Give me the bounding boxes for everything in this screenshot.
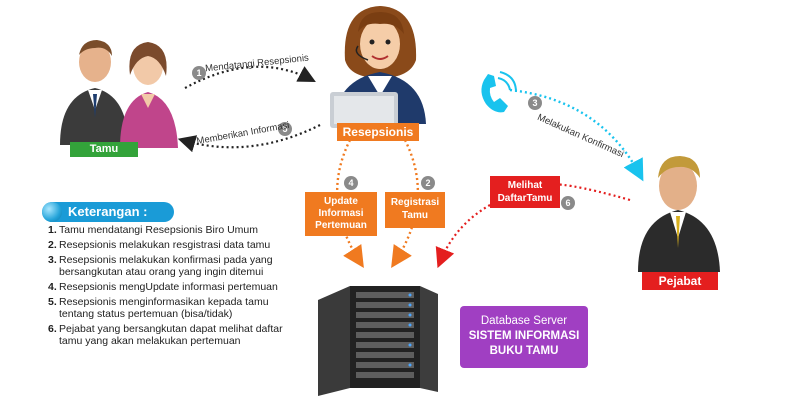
node-pejabat: Pejabat: [642, 272, 718, 290]
legend-item: 4.Resepsionis mengUpdate informasi perte…: [48, 281, 278, 293]
legend-item: 2.Resepsionis melakukan resgistrasi data…: [48, 239, 271, 251]
arrow-step-5: [177, 124, 321, 153]
node-tamu: Tamu: [70, 142, 138, 157]
node-melihat: Melihat DaftarTamu: [490, 176, 560, 208]
node-database: Database Server SISTEM INFORMASI BUKU TA…: [460, 306, 588, 368]
legend-list: 1.Tamu mendatangi Resepsionis Biro Umum …: [48, 224, 298, 350]
step-6-number: 6: [561, 196, 575, 210]
node-update-info: Update Informasi Pertemuan: [305, 192, 377, 236]
database-line-3: BUKU TAMU: [489, 345, 559, 357]
step-3-number: 3: [528, 96, 542, 110]
database-line-2: SISTEM INFORMASI: [468, 330, 580, 342]
arrow-step-6-down: [435, 204, 491, 269]
receptionist-icon: [330, 6, 426, 128]
database-line-1: Database Server: [480, 315, 568, 327]
step-5-number: 5: [278, 122, 292, 136]
step-4-number: 4: [344, 176, 358, 190]
arrow-step-1: [184, 65, 316, 89]
node-resepsionis: Resepsionis: [337, 123, 419, 141]
legend-title: Keterangan :: [42, 202, 174, 222]
server-rack-icon: [318, 286, 438, 396]
legend-item: 6.Pejabat yang bersangkutan dapat meliha…: [48, 323, 283, 347]
step-1-number: 1: [192, 66, 206, 80]
step-2-number: 2: [421, 176, 435, 190]
official-icon: [638, 156, 720, 272]
legend-item: 1.Tamu mendatangi Resepsionis Biro Umum: [48, 224, 259, 236]
arrow-step-3: [509, 88, 644, 182]
legend-item: 5.Resepsionis menginformasikan kepada ta…: [48, 296, 269, 320]
guest-people-icon: [60, 40, 178, 148]
node-registrasi: Registrasi Tamu: [385, 192, 445, 228]
phone-icon: [481, 71, 517, 113]
legend-bullet-icon: [42, 202, 62, 222]
legend-item: 3.Resepsionis melakukan konfirmasi pada …: [48, 254, 273, 278]
